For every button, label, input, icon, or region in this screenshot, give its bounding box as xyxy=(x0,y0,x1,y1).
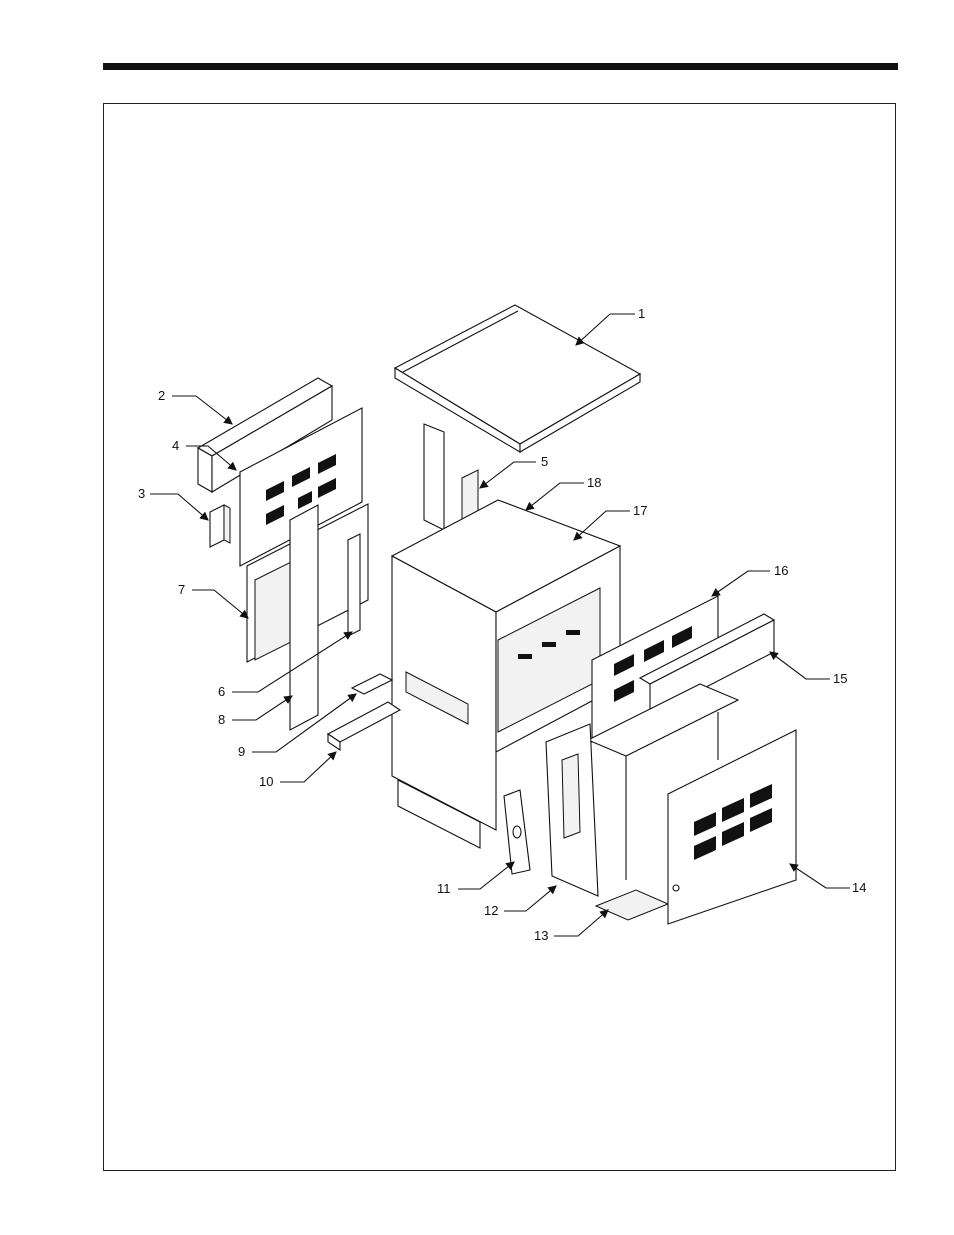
part-base-plate xyxy=(596,890,668,920)
part-vertical-channel xyxy=(348,534,360,636)
callout-5: 5 xyxy=(541,454,548,469)
part-rear-post xyxy=(424,424,478,530)
part-tall-strip xyxy=(290,505,318,730)
callout-10: 10 xyxy=(259,774,273,789)
callout-6: 6 xyxy=(218,684,225,699)
part-base-tray xyxy=(328,702,400,750)
callout-18: 18 xyxy=(587,475,601,490)
callout-13: 13 xyxy=(534,928,548,943)
callout-7: 7 xyxy=(178,582,185,597)
part-front-door xyxy=(668,730,796,924)
callout-2: 2 xyxy=(158,388,165,403)
callout-3: 3 xyxy=(138,486,145,501)
callout-1: 1 xyxy=(638,306,645,321)
part-small-bracket xyxy=(210,505,230,547)
callout-8: 8 xyxy=(218,712,225,727)
callout-11: 11 xyxy=(437,881,451,896)
callout-12: 12 xyxy=(484,903,498,918)
part-small-plate xyxy=(504,790,530,874)
callout-15: 15 xyxy=(833,671,847,686)
part-door-panel xyxy=(546,724,598,896)
callout-17: 17 xyxy=(633,503,647,518)
callout-9: 9 xyxy=(238,744,245,759)
callout-16: 16 xyxy=(774,563,788,578)
callout-4: 4 xyxy=(172,438,179,453)
callout-14: 14 xyxy=(852,880,866,895)
part-small-shelf xyxy=(352,674,392,694)
